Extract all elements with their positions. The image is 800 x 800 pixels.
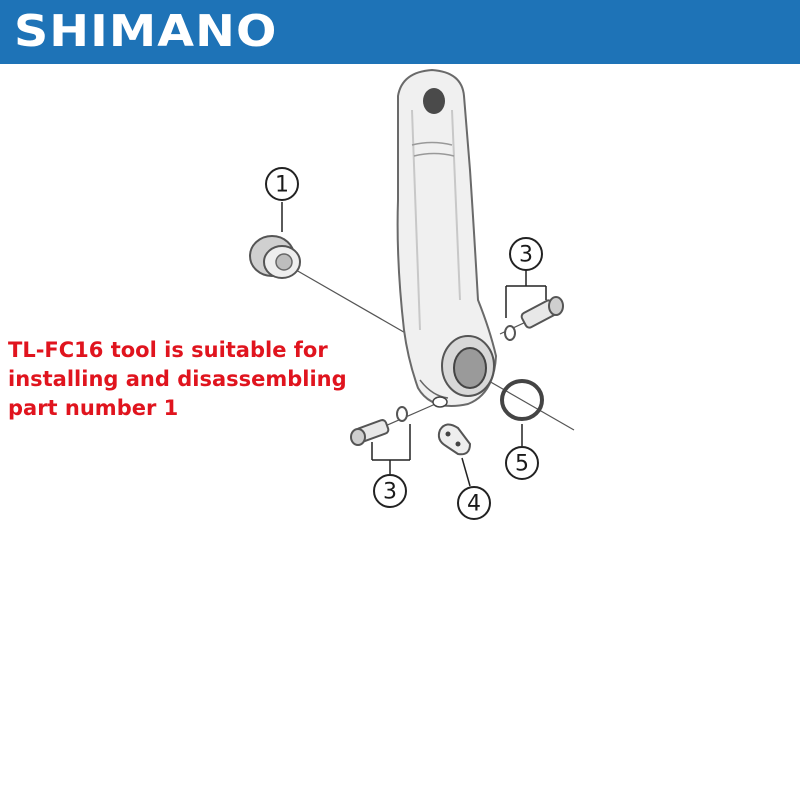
tool-note-line: part number 1 (8, 396, 179, 420)
callout-4: 4 (457, 486, 491, 520)
stopper-plate-part-4 (437, 423, 472, 456)
callout-1: 1 (265, 167, 299, 201)
crank-arm (396, 68, 498, 408)
tool-note-line: installing and disassembling (8, 367, 347, 391)
washer-lower (396, 406, 408, 422)
tool-note-line: TL-FC16 tool is suitable for (8, 338, 328, 362)
svg-text:3: 3 (519, 243, 533, 268)
crank-cap-part-1 (249, 235, 301, 279)
callout-5: 5 (505, 446, 539, 480)
callout-3-lower: 3 (373, 474, 407, 508)
svg-text:4: 4 (467, 492, 481, 517)
callout-leaders (281, 202, 547, 487)
tool-note: TL-FC16 tool is suitable for installing … (8, 336, 368, 423)
shimano-logo: SHIMANO (14, 6, 278, 57)
callout-3-upper: 3 (509, 237, 543, 271)
brand-header: SHIMANO (0, 0, 800, 64)
pedal-hole (423, 88, 445, 114)
svg-text:5: 5 (515, 452, 529, 477)
washer-upper (504, 325, 516, 341)
svg-text:3: 3 (383, 480, 397, 505)
pinch-bolt-lower (350, 406, 408, 446)
pinch-bolt-upper (504, 296, 564, 341)
o-ring-part-5 (500, 379, 544, 421)
svg-text:1: 1 (275, 173, 289, 198)
